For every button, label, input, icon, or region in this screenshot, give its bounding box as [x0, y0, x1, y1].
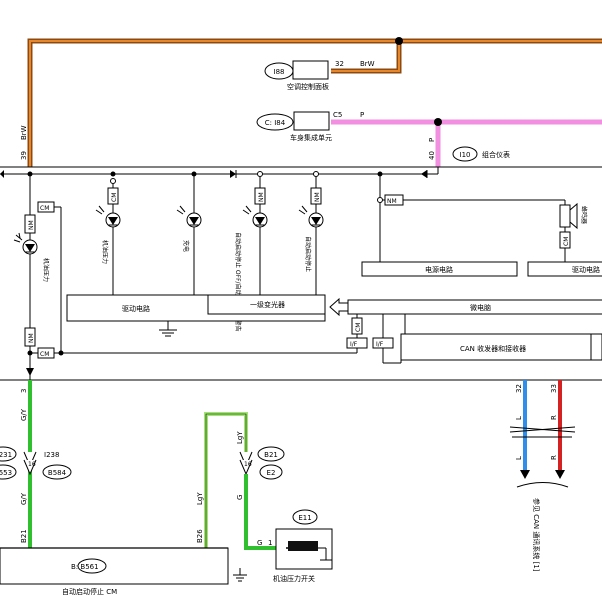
i88-label: 空调控制面板 — [287, 82, 329, 91]
power-section: NM 蜂鸣器 CM 电源电路 驱动电路 — [361, 174, 602, 277]
i88-pin: 32 — [335, 60, 344, 68]
b26-pin: B26 — [196, 529, 204, 543]
e11-label: E11 — [298, 514, 311, 522]
can-wire-l: L — [515, 416, 523, 420]
drive-circuit-label: 驱动电路 — [122, 304, 150, 313]
pin-1: 1 — [268, 539, 272, 547]
can-wire-l2: L — [515, 456, 523, 460]
lamp-auto-stop: NM 自动启动停止 — [298, 171, 324, 295]
can-ref-label: 参见 CAN 通讯系统 [1] — [532, 498, 541, 572]
charge-label: 充电 — [182, 240, 190, 252]
cm-tag-4: CM — [355, 323, 362, 332]
can-bus-wires: 32 33 L R L R 参见 CAN 通讯系统 [1] — [509, 380, 576, 572]
oil-pressure-label-left: 机油压力 — [42, 258, 50, 282]
can-wire-r2: R — [550, 455, 558, 460]
gy-wire: 16 3 G/Y G/Y B21 — [20, 360, 37, 548]
i88-wire: BrW — [360, 60, 375, 68]
oil-switch-label: 机油压力开关 — [273, 574, 315, 583]
auto-stop-cm: B: B561 自动启动停止 CM — [0, 547, 247, 596]
drive-circuit-2-label: 驱动电路 — [572, 265, 600, 274]
oil-pressure-lamp-left: NM NM CM CM 机油压力 — [13, 174, 352, 380]
auto-stop-off-label: 自动启动停止 OFF/自动启动停止警告 — [234, 232, 242, 332]
cm-tag-3: CM — [111, 193, 118, 202]
buzzer-label: 蜂鸣器 — [580, 206, 588, 224]
auto-stop-label: 自动启动停止 — [304, 236, 312, 272]
oil-pressure-switch: E11 G 1 机油压力开关 — [257, 509, 333, 583]
i88-id: I88 — [274, 68, 285, 76]
brw-wire — [27, 37, 602, 167]
connector-b21-e2: B21 E2 — [257, 446, 285, 480]
connector-i238: I238 B584 — [42, 451, 72, 480]
microcomputer-section: 微电脑 CM I/F I/F CAN 收发器和接收器 — [346, 299, 602, 364]
pin-g: G — [257, 539, 262, 547]
drive-circuit-block: 驱动电路 一级变光器 — [66, 294, 349, 337]
p-wire — [331, 118, 602, 167]
cm-tag-2: CM — [40, 351, 49, 358]
b231-label: B231 — [0, 451, 12, 459]
cm-tag-buzzer: CM — [563, 237, 570, 246]
lamp-auto-stop-off: NM 自动启动停止 OFF/自动启动停止警告 — [234, 171, 268, 332]
cm-tag-1: CM — [40, 205, 49, 212]
i84-label: 车身集成单元 — [290, 133, 332, 142]
conn-16-1: 16 — [28, 461, 36, 468]
can-label: CAN 收发器和接收器 — [460, 344, 526, 353]
connector-i10: I10 组合仪表 — [452, 146, 510, 162]
oil-pressure-label: 机油压力 — [101, 240, 109, 264]
lgy-label-1: LgY — [196, 492, 204, 505]
can-wire-r: R — [550, 415, 558, 420]
i84-id: C: I84 — [265, 119, 286, 127]
lgy-label-2: LgY — [236, 431, 244, 444]
gy-label-2: G/Y — [20, 492, 28, 505]
e2-label: E2 — [267, 469, 276, 477]
pin-39: 39 — [20, 151, 28, 160]
lgy-wire: 16 LgY LgY G B26 — [196, 412, 286, 550]
nm-tag-3: NM — [258, 192, 265, 202]
meter-enclosure — [0, 166, 602, 381]
i10-id: I10 — [460, 151, 471, 159]
g-wire-label: G — [236, 495, 244, 500]
brw-vertical: BrW — [20, 125, 28, 140]
module-id: B: B561 — [71, 563, 99, 571]
conn-16-2: 16 — [244, 461, 252, 468]
nm-tag-2: NM — [28, 333, 35, 343]
p-vertical: P — [428, 138, 436, 142]
lamp-charge: 充电 — [176, 174, 202, 295]
nm-tag-4: NM — [314, 192, 321, 202]
i84-wire: P — [360, 111, 364, 119]
module-label: 自动启动停止 CM — [62, 587, 117, 596]
i84-pin: C5 — [333, 111, 342, 119]
i10-label: 组合仪表 — [482, 150, 510, 159]
can-pin-32: 32 — [515, 384, 523, 393]
power-circuit-label: 电源电路 — [425, 265, 453, 274]
gy-label-1: G/Y — [20, 408, 28, 421]
microcomputer-label: 微电脑 — [470, 303, 491, 312]
b584-label: B584 — [48, 469, 67, 477]
lamp-oil-pressure: CM 机油压力 — [95, 178, 121, 295]
pin-40: 40 — [428, 151, 436, 160]
b553-label: B553 — [0, 469, 12, 477]
i238-label: I238 — [44, 451, 59, 459]
connector-i88: I88 32 BrW 空调控制面板 — [264, 60, 375, 91]
nm-tag-5: NM — [387, 198, 397, 205]
pin-3: 3 — [20, 389, 28, 393]
if-tag-2: I/F — [376, 341, 384, 348]
connector-i84: C: I84 C5 P 车身集成单元 — [256, 111, 364, 142]
connector-b231: B231 B553 — [0, 446, 17, 480]
b21-label: B21 — [264, 451, 278, 459]
b21-pin: B21 — [20, 529, 28, 543]
dimmer-label: 一级变光器 — [250, 300, 285, 309]
can-pin-33: 33 — [550, 384, 558, 393]
if-tag-1: I/F — [350, 341, 358, 348]
nm-tag-1: NM — [28, 220, 35, 230]
